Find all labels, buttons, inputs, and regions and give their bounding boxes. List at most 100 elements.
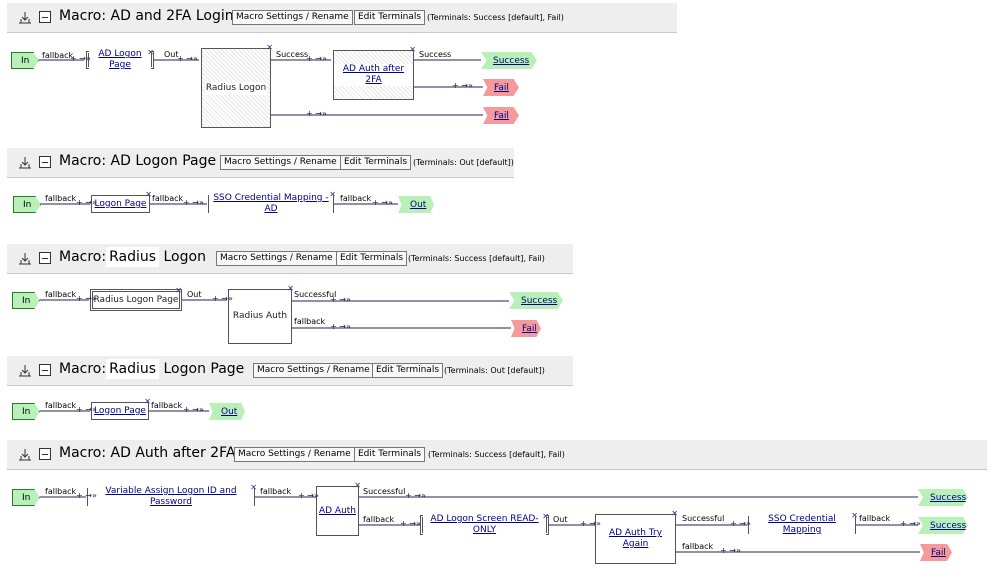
macro-radius-logon: Macro:Radius Logon Macro Settings / Rena… (0, 244, 999, 344)
success-terminal[interactable]: Success (481, 52, 537, 69)
radius-logon-node[interactable]: Radius Logon✕ (201, 43, 273, 128)
fail-terminal[interactable]: Fail (483, 79, 519, 96)
connection-wires (40, 496, 920, 553)
terminals-note: (Terminals: Out [default]) (413, 158, 514, 167)
collapse-macro-button[interactable] (39, 156, 51, 168)
macro-title: Macro:Radius Logon Page (59, 359, 245, 379)
remove-node-icon[interactable]: ✕ (671, 509, 678, 518)
remove-node-icon[interactable]: ✕ (147, 48, 154, 57)
expand-collapse-icon[interactable] (18, 364, 32, 377)
variable-assign-node[interactable]: Variable Assign Logon ID and Password✕ (87, 483, 257, 508)
connector-plus-arrow[interactable]: + →» (76, 491, 97, 500)
remove-node-icon[interactable]: ✕ (409, 45, 416, 54)
expand-collapse-icon[interactable] (18, 11, 32, 24)
connector-plus-arrow[interactable]: + →» (730, 519, 751, 528)
macro-title: Macro: AD Auth after 2FA (59, 445, 236, 461)
remove-node-icon[interactable]: ✕ (329, 190, 336, 199)
macro-settings-button[interactable]: Macro Settings / Rename (232, 10, 353, 25)
remove-node-icon[interactable]: ✕ (542, 512, 549, 521)
connector-plus-arrow[interactable]: + →» (400, 519, 421, 528)
successful-label: Successful (294, 290, 337, 299)
macro-settings-button[interactable]: Macro Settings / Rename (216, 251, 337, 266)
connector-plus-arrow[interactable]: + →» (405, 491, 426, 500)
connector-plus-arrow[interactable]: + →» (372, 198, 393, 207)
ad-auth-after-2fa-node[interactable]: AD Auth after 2FA✕ (333, 45, 416, 100)
connector-plus-arrow[interactable]: + →» (76, 405, 97, 414)
out-label: Out (187, 290, 202, 299)
connector-plus-arrow[interactable]: + →» (330, 322, 351, 331)
success-terminal[interactable]: Success (918, 489, 968, 506)
in-terminal: In (12, 403, 40, 420)
collapse-macro-button[interactable] (39, 11, 51, 23)
connection-wires (40, 299, 511, 329)
remove-node-icon[interactable]: ✕ (175, 286, 182, 295)
macro-settings-button[interactable]: Macro Settings / Rename (253, 363, 374, 378)
connector-plus-arrow[interactable]: + →» (900, 519, 921, 528)
edit-terminals-button[interactable]: Edit Terminals (372, 363, 444, 378)
edit-terminals-button[interactable]: Edit Terminals (354, 10, 426, 25)
fallback-label: fallback (294, 317, 326, 326)
macro-header: Macro: AD and 2FA Login Macro Settings /… (7, 3, 677, 33)
expand-collapse-icon[interactable] (18, 448, 32, 461)
remove-node-icon[interactable]: ✕ (354, 481, 361, 490)
collapse-macro-button[interactable] (39, 252, 51, 264)
edit-terminals-button[interactable]: Edit Terminals (340, 155, 412, 170)
macro-title: Macro: AD Logon Page (59, 153, 217, 169)
out-terminal[interactable]: Out (398, 196, 434, 213)
macro-canvas: In fallback AD Logon Page✕ Out Radius Lo… (0, 33, 999, 128)
edit-terminals-button[interactable]: Edit Terminals (354, 447, 426, 462)
in-terminal: In (12, 489, 40, 506)
connector-plus-arrow[interactable]: + →» (177, 54, 198, 63)
connector-plus-arrow[interactable]: + →» (452, 81, 473, 90)
fallback-label: fallback (45, 290, 77, 299)
connector-plus-arrow[interactable]: + →» (183, 405, 204, 414)
sso-credential-mapping-node[interactable]: SSO Credential Mapping✕ (748, 511, 858, 536)
logon-page-node[interactable]: Logon Page✕ (91, 190, 152, 213)
connector-plus-arrow[interactable]: + →» (183, 198, 204, 207)
radius-auth-node[interactable]: Radius Auth✕ (228, 284, 294, 344)
fail-terminal[interactable]: Fail (483, 107, 519, 124)
success-terminal[interactable]: Success (918, 517, 968, 534)
fail-terminal[interactable]: Fail (920, 544, 952, 561)
radius-logon-page-node[interactable]: Radius Logon Page✕ (90, 286, 182, 311)
edit-terminals-button[interactable]: Edit Terminals (336, 251, 408, 266)
connector-plus-arrow[interactable]: + →» (306, 54, 327, 63)
macro-title: Macro: AD and 2FA Login (59, 8, 234, 24)
ad-logon-screen-read-only-node[interactable]: AD Logon Screen READ-ONLY✕ (420, 512, 549, 536)
ad-auth-node[interactable]: AD Auth✕ (316, 481, 361, 536)
connector-plus-arrow[interactable]: + →» (76, 198, 97, 207)
remove-node-icon[interactable]: ✕ (250, 483, 257, 492)
remove-node-icon[interactable]: ✕ (144, 397, 151, 406)
macro-settings-button[interactable]: Macro Settings / Rename (234, 447, 355, 462)
remove-node-icon[interactable]: ✕ (851, 511, 858, 520)
ad-auth-try-again-node[interactable]: AD Auth Try Again✕ (595, 509, 678, 564)
fail-terminal[interactable]: Fail (511, 320, 541, 337)
expand-collapse-icon[interactable] (18, 156, 32, 169)
success-terminal[interactable]: Success (509, 292, 563, 309)
expand-collapse-icon[interactable] (18, 252, 32, 265)
connector-plus-arrow[interactable]: + →» (306, 109, 327, 118)
connector-plus-arrow[interactable]: + →» (720, 546, 741, 555)
connector-plus-arrow[interactable]: + →» (580, 519, 601, 528)
collapse-macro-button[interactable] (39, 448, 51, 460)
connector-plus-arrow[interactable]: + →» (70, 54, 91, 63)
logon-page-node[interactable]: Logon Page✕ (91, 397, 151, 420)
connector-plus-arrow[interactable]: + →» (330, 295, 351, 304)
remove-node-icon[interactable]: ✕ (287, 284, 294, 293)
connector-plus-arrow[interactable]: + →» (212, 294, 233, 303)
remove-node-icon[interactable]: ✕ (266, 43, 273, 52)
macro-ad-auth-after-2fa: Macro: AD Auth after 2FA Macro Settings … (0, 440, 999, 583)
connector-plus-arrow[interactable]: + →» (76, 294, 97, 303)
connector-plus-arrow[interactable]: + →» (298, 491, 319, 500)
remove-node-icon[interactable]: ✕ (145, 190, 152, 199)
fallback-label: fallback (340, 194, 372, 203)
collapse-macro-button[interactable] (39, 364, 51, 376)
macro-canvas: In fallback Variable Assign Logon ID and… (0, 470, 999, 583)
macro-header: Macro:Radius Logon Page Macro Settings /… (7, 356, 573, 386)
out-terminal[interactable]: Out (209, 403, 245, 420)
successful-label: Successful (682, 514, 725, 523)
fallback-label: fallback (363, 515, 395, 524)
sso-credential-mapping-ad-node[interactable]: SSO Credential Mapping - AD✕ (208, 190, 336, 215)
ad-logon-page-node[interactable]: AD Logon Page✕ (86, 48, 154, 71)
macro-settings-button[interactable]: Macro Settings / Rename (220, 155, 341, 170)
